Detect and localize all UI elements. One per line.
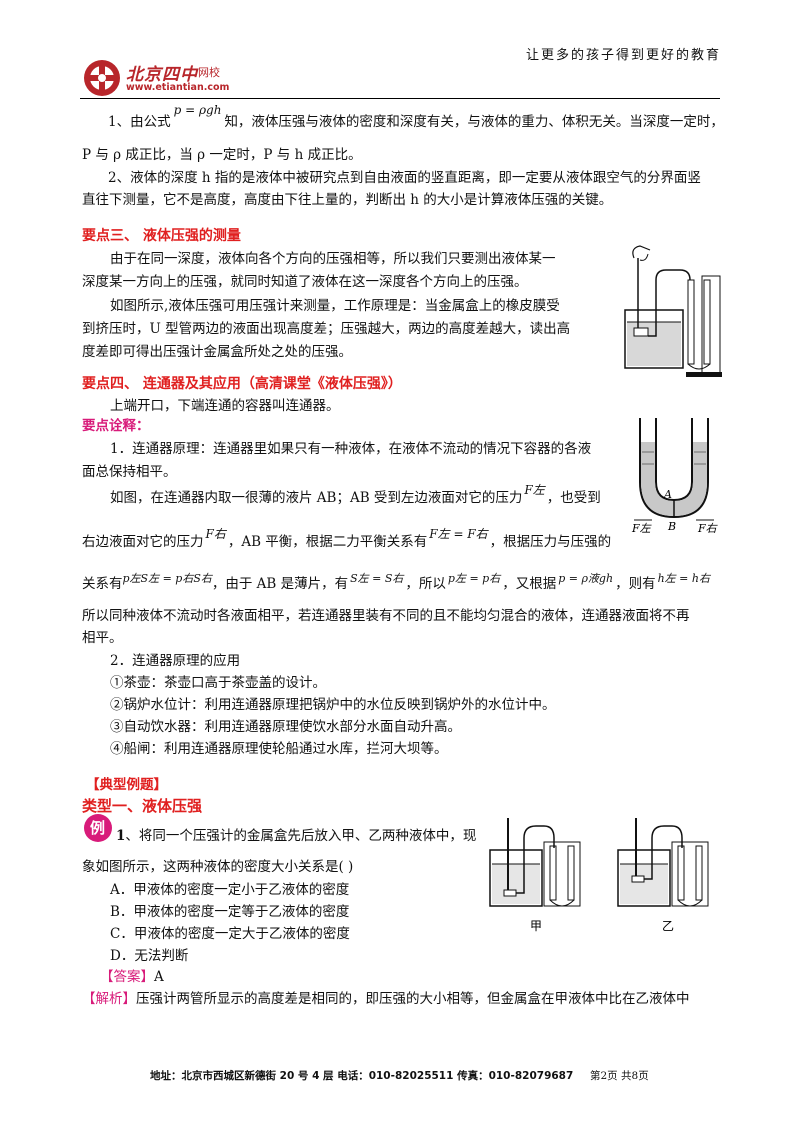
section4-p3: 面总保持相平。 xyxy=(82,464,177,480)
math-eq-p: p左 = p右 xyxy=(447,572,501,585)
math-eq-h: h左 = h右 xyxy=(657,572,710,585)
section4-p5c: ，根据压力与压强的 xyxy=(489,534,612,550)
section4-p6e: ，则有 xyxy=(615,576,656,592)
option-d: D．无法判断 xyxy=(110,948,189,964)
logo-text: 北京四中 xyxy=(126,65,198,85)
answer-line: 【答案】A xyxy=(100,967,164,987)
logo-icon xyxy=(84,60,120,96)
explain-text: 压强计两管所显示的高度差是相同的，即压强的大小相等，但金属盒在甲液体中比在乙液体… xyxy=(136,991,690,1007)
section4-p10: ①茶壶：茶壶口高于茶壶盖的设计。 xyxy=(110,675,326,691)
math-eq-s: S左 = S右 xyxy=(350,572,404,585)
math-eq-force: F左 = F右 xyxy=(429,527,488,541)
section3-p2: 深度某一方向上的压强，就同时知道了液体在这一深度各个方向上的压强。 xyxy=(82,274,528,290)
section4-p6d: ，又根据 xyxy=(502,576,557,592)
q1-line: 1、将同一个压强计的金属盒先后放入甲、乙两种液体中，现 xyxy=(116,826,476,846)
section4-p7: 所以同种液体不流动时各液面相平，若连通器里装有不同的且不能均匀混合的液体，连通器… xyxy=(82,608,690,624)
section4-p1: 上端开口，下端连通的容器叫连通器。 xyxy=(110,398,340,414)
section4-sub: 要点诠释： xyxy=(82,418,150,434)
q2-line: 象如图所示，这两种液体的密度大小关系是( ) xyxy=(82,859,354,875)
section4-p11: ②锅炉水位计：利用连通器原理把锅炉中的水位反映到锅炉外的水位计中。 xyxy=(110,697,556,713)
section4-p4a: 如图，在连通器内取一很薄的液片 AB；AB 受到左边液面对它的压力 xyxy=(110,490,523,506)
section4-p8: 相平。 xyxy=(82,630,123,646)
examples-title: 【典型例题】 xyxy=(86,777,167,793)
header: 北京四中 网校 www.etiantian.com 让更多的孩子得到更好的教育 xyxy=(0,0,800,100)
option-a: A．甲液体的密度一定小于乙液体的密度 xyxy=(110,882,350,898)
intro-line-2: P 与 ρ 成正比，当 ρ 一定时，P 与 h 成正比。 xyxy=(82,147,362,163)
math-eq-rhogh: p = ρ液gh xyxy=(558,572,614,585)
example-badge-label: 例 xyxy=(90,819,106,837)
answer-value: A xyxy=(154,969,164,985)
section3-p5: 度差即可得出压强计金属盒所处之处的压强。 xyxy=(82,344,352,360)
section4-p5b: ，AB 平衡，根据二力平衡关系有 xyxy=(227,534,428,550)
section4-p12: ③自动饮水器：利用连通器原理使饮水部分水面自动升高。 xyxy=(110,719,461,735)
two-beakers-figure: 甲 乙 xyxy=(489,818,709,933)
section4-p6c: ，所以 xyxy=(405,576,446,592)
q1-text: 、将同一个压强计的金属盒先后放入甲、乙两种液体中，现 xyxy=(125,828,477,844)
pressure-gauge-figure xyxy=(624,245,722,377)
explain-label: 【解析】 xyxy=(82,991,136,1007)
fig-label-A: A xyxy=(663,488,672,501)
section3-p4: 到挤压时，U 型管两边的液面出现高度差；压强越大，两边的高度差越大，读出高 xyxy=(82,321,571,337)
math-F-right: F右 xyxy=(205,527,226,541)
section4-p6b: ，由于 AB 是薄片，有 xyxy=(211,576,349,592)
intro-line-3: 2、液体的深度 h 指的是液体中被研究点到自由液面的竖直距离，即一定要从液体跟空… xyxy=(108,170,701,186)
formula-pgh: p = ρgh xyxy=(173,103,222,117)
section4-p9: 2．连通器原理的应用 xyxy=(110,653,241,669)
intro-line-4: 直往下测量，它不是高度，高度由下往上量的，判断出 h 的大小是计算液体压强的关键… xyxy=(82,192,613,208)
section3-title: 要点三、 液体压强的测量 xyxy=(82,228,241,244)
math-F-left: F左 xyxy=(524,483,545,497)
footer-address: 地址：北京市西城区新德街 20 号 4 层 电话：010-82025511 传真… xyxy=(150,1070,574,1082)
type1-title: 类型一、液体压强 xyxy=(82,797,203,815)
example-badge: 例 xyxy=(84,814,112,842)
logo-url: www.etiantian.com xyxy=(126,82,230,93)
intro-l1b: 知，液体压强与液体的密度和深度有关，与液体的重力、体积无关。当深度一定时， xyxy=(224,114,724,130)
header-rule xyxy=(80,98,720,99)
explain-line: 【解析】压强计两管所显示的高度差是相同的，即压强的大小相等，但金属盒在甲液体中比… xyxy=(82,989,690,1009)
q1-num: 1 xyxy=(116,828,126,844)
answer-label: 【答案】 xyxy=(100,969,154,985)
section4-title: 要点四、 连通器及其应用（高清课堂《液体压强》） xyxy=(82,376,402,392)
math-eq-ps: p左S左 = p右S右 xyxy=(122,572,212,585)
label-yi: 乙 xyxy=(662,919,674,933)
section4-p5a: 右边液面对它的压力 xyxy=(82,534,204,550)
fig-label-F-left: F左 xyxy=(631,522,653,535)
connected-vessel-figure: A B F左 F右 xyxy=(631,418,719,535)
section3-p3: 如图所示,液体压强可用压强计来测量，工作原理是：当金属盒上的橡皮膜受 xyxy=(110,298,560,314)
option-b: B．甲液体的密度一定等于乙液体的密度 xyxy=(110,904,350,920)
section4-p4b: ，也受到 xyxy=(546,490,601,506)
fig-label-B: B xyxy=(667,520,676,533)
section4-p13: ④船闸：利用连通器原理使轮船通过水库，拦河大坝等。 xyxy=(110,741,448,757)
fig-label-F-right: F右 xyxy=(697,522,719,535)
logo-suffix: 网校 xyxy=(198,66,220,79)
section4-p6a: 关系有 xyxy=(82,576,123,592)
intro-line-1: 1、由公式p = ρgh知，液体压强与液体的密度和深度有关，与液体的重力、体积无… xyxy=(108,103,724,132)
section4-p2: 1．连通器原理：连通器里如果只有一种液体，在液体不流动的情况下容器的各液 xyxy=(110,441,592,457)
footer-page: 第2页 共8页 xyxy=(590,1070,649,1082)
label-jia: 甲 xyxy=(530,919,542,933)
option-c: C．甲液体的密度一定大于乙液体的密度 xyxy=(110,926,350,942)
section3-p1: 由于在同一深度，液体向各个方向的压强相等，所以我们只要测出液体某一 xyxy=(110,251,556,267)
intro-l1a: 1、由公式 xyxy=(108,114,171,130)
slogan: 让更多的孩子得到更好的教育 xyxy=(526,48,722,63)
